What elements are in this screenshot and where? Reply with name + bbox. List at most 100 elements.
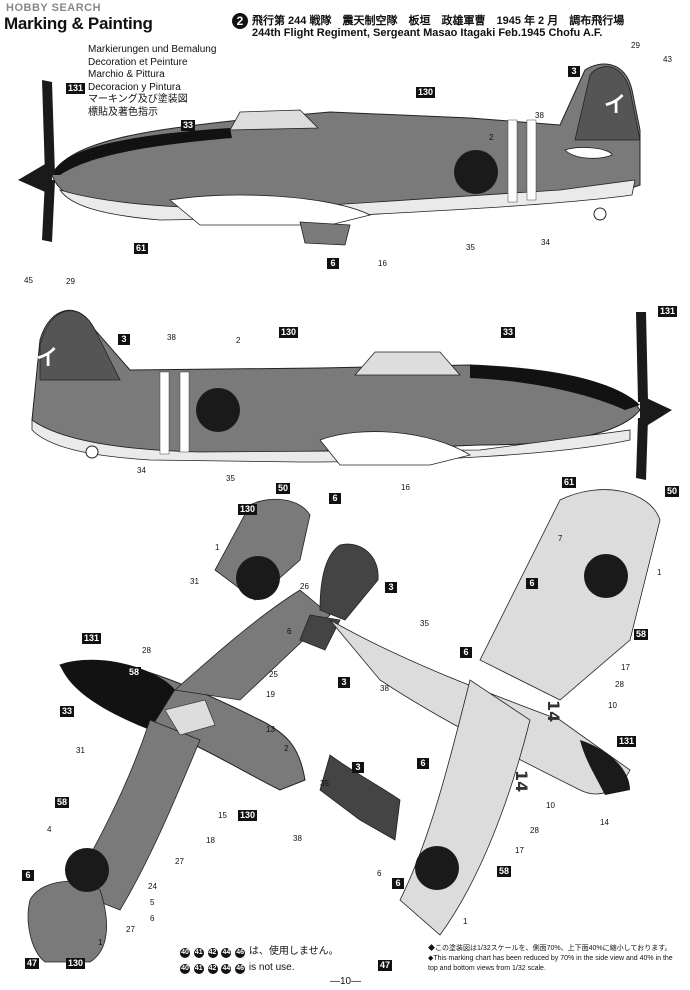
callout-16: 16 [378, 259, 387, 268]
callout-29-b: 29 [66, 277, 75, 286]
scale-note-en: ◆This marking chart has been reduced by … [428, 955, 673, 972]
unused-number-44-en: 44 [221, 964, 232, 974]
unused-number-41-en: 41 [193, 964, 204, 974]
callout-1-b: 1 [98, 938, 103, 947]
hinomaru-left [454, 150, 498, 194]
left-side-view: イ [18, 63, 641, 246]
callout-61-b: 61 [562, 477, 577, 488]
callout-31-b: 31 [76, 746, 85, 755]
watermark: HOBBY SEARCH [6, 2, 102, 14]
callout-22: 24 [148, 882, 157, 891]
callout-19: 19 [266, 690, 275, 699]
translation-it: Marchio & Pittura [88, 69, 165, 81]
unused-number-42: 42 [207, 948, 218, 958]
callout-13: 13 [266, 725, 275, 734]
page-title: Marking & Painting [4, 14, 153, 33]
callout-8-h: 6 [392, 878, 404, 889]
unused-text-jp: は、使用しません。 [248, 946, 339, 957]
unused-number-44: 44 [221, 948, 232, 958]
callout-130: 130 [416, 87, 436, 98]
callout-3: 3 [568, 66, 580, 77]
tail-marking-right: イ [36, 346, 58, 371]
callout-58-d: 58 [497, 866, 512, 877]
callout-3-b: 3 [118, 334, 130, 345]
callout-14: 14 [600, 818, 609, 827]
callout-131: 131 [66, 83, 86, 94]
callout-34: 34 [541, 238, 550, 247]
hinomaru-bottom-left-wing [415, 846, 459, 890]
wing-marking-right: 14 [544, 700, 563, 722]
callout-38-b: 38 [167, 333, 176, 342]
title-translations: Markierungen und Bemalung Decoration et … [88, 44, 216, 120]
callout-33-c: 33 [60, 706, 75, 717]
unused-decals-note: 40 41 42 44 46 は、使用しません。 40 41 42 44 46 … [180, 944, 339, 976]
callout-47: 47 [25, 958, 40, 969]
callout-3-d: 3 [338, 677, 350, 688]
callout-33: 33 [181, 120, 196, 131]
hinomaru-top-right-wing [236, 556, 280, 600]
callout-17-b: 17 [515, 846, 524, 855]
top-view [27, 498, 401, 963]
callout-3-c: 3 [385, 582, 397, 593]
scheme-title-en: 244th Flight Regiment, Sergeant Masao It… [252, 27, 603, 39]
callout-61: 61 [134, 243, 149, 254]
callout-2-c: 2 [284, 744, 289, 753]
callout-28: 28 [615, 680, 624, 689]
hinomaru-right [196, 388, 240, 432]
callout-3-e: 3 [352, 762, 364, 773]
translation-es: Decoracion y Pintura [88, 81, 181, 93]
callout-2-b: 2 [236, 336, 241, 345]
unused-number-46: 46 [235, 948, 246, 958]
unused-number-46-en: 46 [235, 964, 246, 974]
callout-130-d: 130 [238, 810, 258, 821]
callout-58-b: 58 [55, 797, 70, 808]
page-number: —10— [330, 976, 362, 987]
callout-2: 2 [489, 133, 494, 142]
callout-1-c: 1 [657, 568, 662, 577]
callout-4: 4 [47, 825, 52, 834]
bottom-view: 14 14 [299, 489, 661, 936]
callout-1: 1 [215, 543, 220, 552]
callout-50: 50 [276, 483, 291, 494]
translation-jp: マーキング及び塗装図 [88, 94, 188, 106]
hinomaru-top-left-wing [65, 848, 109, 892]
callout-8: 6 [327, 258, 339, 269]
callout-35-c: 35 [420, 619, 429, 628]
translation-de: Markierungen und Bemalung [88, 44, 217, 55]
callout-17: 17 [621, 663, 630, 672]
callout-16-b: 16 [401, 483, 410, 492]
callout-10-b: 10 [608, 701, 617, 710]
unused-number-42-en: 42 [207, 964, 218, 974]
callout-8-d: 6 [22, 870, 34, 881]
callout-50-b: 50 [665, 486, 680, 497]
callout-1-d: 1 [463, 917, 468, 926]
callout-8-g: 6 [417, 758, 429, 769]
callout-27: 27 [175, 857, 184, 866]
scheme-number-badge: 2 [232, 13, 248, 29]
unused-number-41: 41 [193, 948, 204, 958]
callout-58: 58 [127, 667, 142, 678]
tail-marking-left: イ [604, 93, 626, 118]
callout-8-b: 6 [329, 493, 341, 504]
callout-5: 5 [150, 898, 155, 907]
callout-58-c: 58 [634, 629, 649, 640]
scale-note-jp: ◆この塗装図は1/32スケールを、側面70%、上下面40%に縮小しております。 [428, 945, 672, 952]
callout-131-d: 131 [617, 736, 637, 747]
callout-18: 18 [206, 836, 215, 845]
callout-45: 45 [24, 276, 33, 285]
callout-23: 25 [269, 670, 278, 679]
callout-130-e: 130 [66, 958, 86, 969]
unused-decals-en: 40 41 42 44 46 is not use. [180, 960, 339, 976]
callout-6: 6 [150, 914, 155, 923]
callout-8-c: 6 [287, 627, 292, 636]
translation-cn: 標貼及著色指示 [88, 106, 158, 118]
callout-38-d: 38 [293, 834, 302, 843]
callout-34-b: 34 [137, 466, 146, 475]
callout-26: 28 [142, 646, 151, 655]
callout-28-b: 28 [530, 826, 539, 835]
callout-43: 43 [663, 55, 672, 64]
callout-31: 31 [190, 577, 199, 586]
scale-note: ◆この塗装図は1/32スケールを、側面70%、上下面40%に縮小しております。 … [428, 944, 678, 974]
unused-number-40-en: 40 [180, 964, 190, 974]
